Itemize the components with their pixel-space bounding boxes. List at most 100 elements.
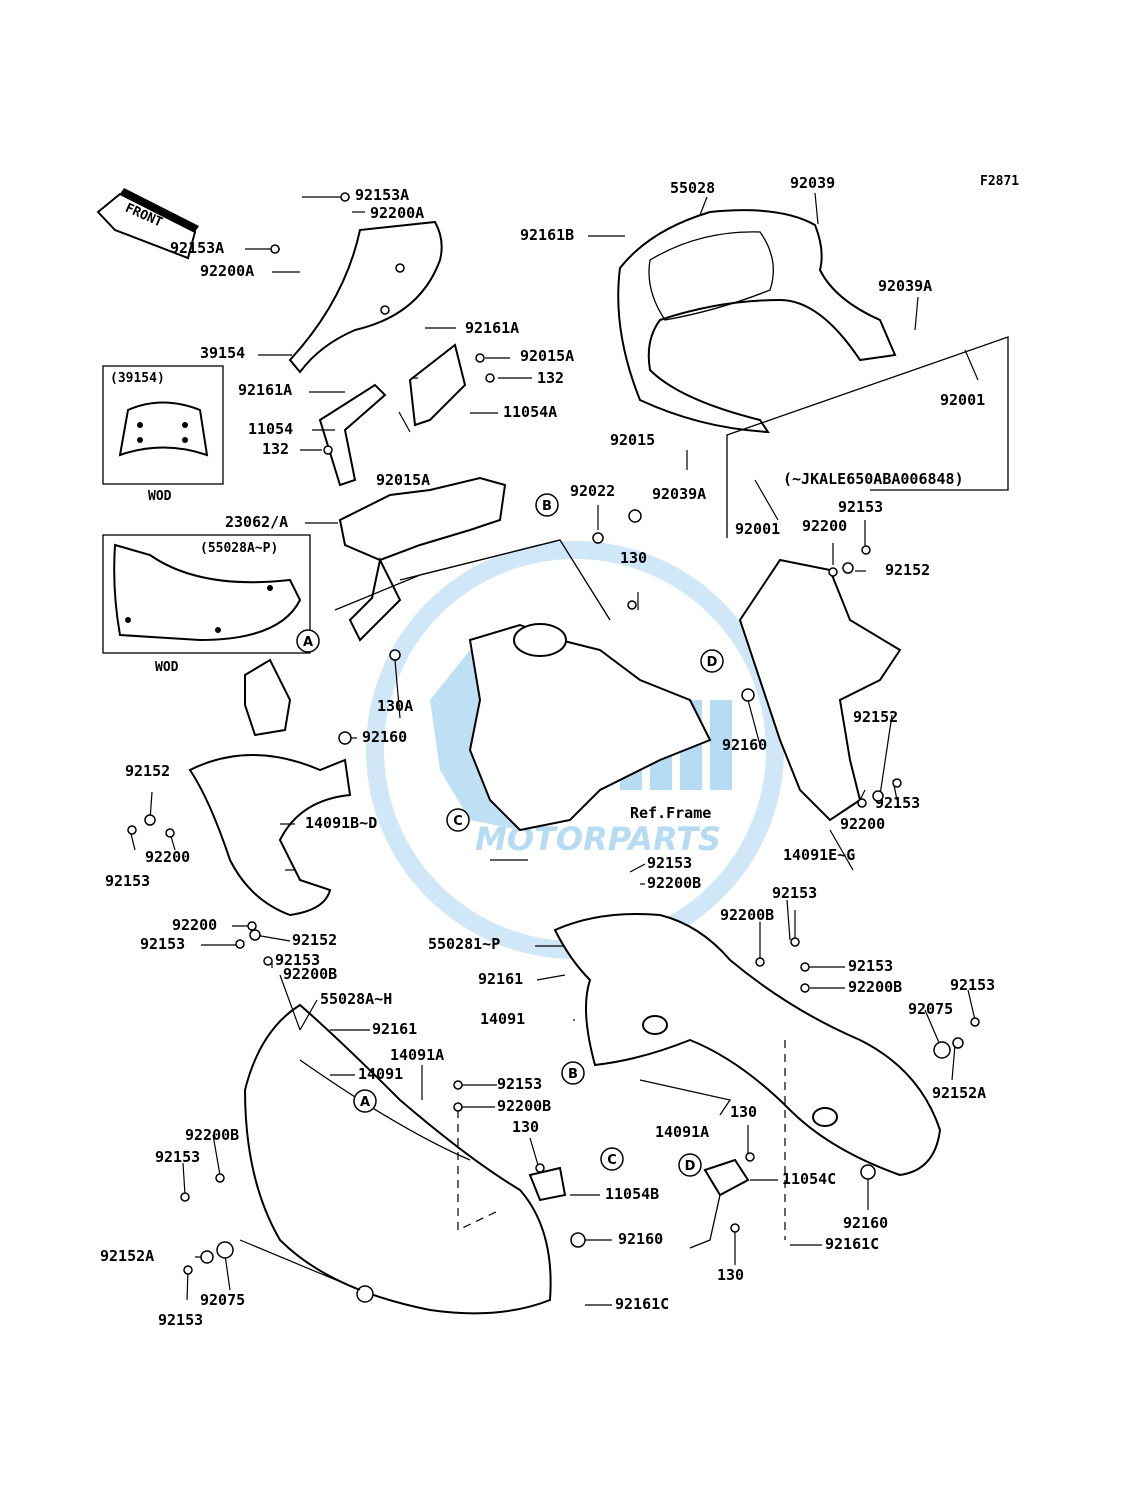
part-label: 14091A <box>390 1046 444 1064</box>
windshield-bracket <box>318 383 387 487</box>
inset-windshield-caption: WOD <box>148 489 172 504</box>
bracket-11054B <box>528 1166 567 1202</box>
part-label: 92161A <box>465 319 519 337</box>
part-label: 130 <box>512 1118 539 1136</box>
middle-cowl-right <box>553 913 942 1177</box>
cowl-stay <box>338 476 507 562</box>
part-label: 130 <box>717 1266 744 1284</box>
part-label: 92153 <box>158 1311 203 1329</box>
part-label: 92153 <box>647 854 692 872</box>
figure-code: F2871 <box>980 174 1019 189</box>
part-label: 55028 <box>670 179 715 197</box>
grommet-d <box>812 1107 838 1127</box>
part-label: 92153 <box>155 1148 200 1166</box>
part-label: 92200B <box>185 1126 239 1144</box>
part-label: 92200A <box>200 262 254 280</box>
marker-c-upper: C <box>446 808 470 832</box>
svg-text:D: D <box>685 1159 696 1174</box>
part-label: 92200B <box>283 965 337 983</box>
part-label: 92153 <box>838 498 883 516</box>
part-label: 92153 <box>772 884 817 902</box>
svg-text:A: A <box>303 635 313 650</box>
meter-opening <box>648 231 774 321</box>
part-label: 92039A <box>878 277 932 295</box>
part-label: 39154 <box>200 344 245 362</box>
part-label: 92153 <box>105 872 150 890</box>
watermark-bar-4 <box>710 700 732 790</box>
part-label: 92161C <box>615 1295 669 1313</box>
part-label: 14091 <box>358 1065 403 1083</box>
part-label: 14091 <box>480 1010 525 1028</box>
part-label: 23062/A <box>225 513 288 531</box>
fasteners <box>127 192 980 1275</box>
marker-d-upper: D <box>700 649 724 673</box>
part-label: 11054 <box>248 420 293 438</box>
part-label: 14091A <box>655 1123 709 1141</box>
part-label: 92160 <box>362 728 407 746</box>
part-label: 92152 <box>885 561 930 579</box>
marker-a-lower: A <box>353 1089 377 1113</box>
part-label: 92153 <box>497 1075 542 1093</box>
part-label: 92039A <box>652 485 706 503</box>
part-label: 92152 <box>125 762 170 780</box>
frame <box>468 623 712 832</box>
grommet-b <box>642 1015 668 1035</box>
inset-windshield-part <box>118 401 209 457</box>
marker-b-upper: B <box>535 493 559 517</box>
part-label: 92001 <box>940 391 985 409</box>
part-label: 132 <box>262 440 289 458</box>
part-label: 92015A <box>520 347 574 365</box>
part-label: 11054C <box>782 1170 836 1188</box>
part-label: 92075 <box>200 1291 245 1309</box>
marker-c-lower: C <box>600 1147 624 1171</box>
part-label: 130A <box>377 697 413 715</box>
part-label: 92152 <box>853 708 898 726</box>
part-label: 92200 <box>840 815 885 833</box>
bracket-11054C <box>703 1158 750 1197</box>
part-label: 92152A <box>100 1247 154 1265</box>
part-label: 92200 <box>172 916 217 934</box>
ref-frame-label: Ref.Frame <box>630 804 711 822</box>
part-label: 55028A~H <box>320 990 392 1008</box>
svg-text:C: C <box>607 1153 617 1168</box>
part-label: 92153 <box>848 957 893 975</box>
part-label: 92161A <box>238 381 292 399</box>
watermark-text: MOTORPARTS <box>475 820 721 858</box>
front-arrow: FRONT <box>96 188 199 260</box>
part-label: 92161 <box>372 1020 417 1038</box>
steering-head <box>513 623 567 657</box>
part-label: 92153 <box>140 935 185 953</box>
leader-lines <box>129 192 979 1306</box>
part-label: 92200B <box>848 978 902 996</box>
part-label: 92001 <box>735 520 780 538</box>
svg-text:D: D <box>707 655 718 670</box>
marker-a-upper: A <box>296 629 320 653</box>
guide-dash-left <box>457 1110 501 1231</box>
inset-windshield: (39154) WOD <box>102 365 224 504</box>
serial-bracket <box>726 336 1009 538</box>
part-label: 11054B <box>605 1185 659 1203</box>
svg-text:C: C <box>453 814 463 829</box>
part-label: 130 <box>620 549 647 567</box>
part-label: 92160 <box>618 1230 663 1248</box>
svg-text:B: B <box>568 1067 578 1082</box>
part-label: 92015A <box>376 471 430 489</box>
part-label: 92153A <box>355 186 409 204</box>
part-labels: 92153A 92200A 92153A 92200A 39154 92161A… <box>100 174 995 1329</box>
part-label: 92153A <box>170 239 224 257</box>
part-label: 14091B~D <box>305 814 377 832</box>
cowl-stay-leg <box>348 556 402 642</box>
part-label: 130 <box>730 1103 757 1121</box>
inner-panel-left <box>188 754 352 917</box>
part-label: 92200B <box>497 1097 551 1115</box>
part-label: 92153 <box>875 794 920 812</box>
part-label: 92200B <box>647 874 701 892</box>
part-label: 92015 <box>610 431 655 449</box>
part-label: 92160 <box>843 1214 888 1232</box>
middle-cowl-left <box>243 1003 552 1315</box>
part-label: 92160 <box>722 736 767 754</box>
part-label: 92161C <box>825 1235 879 1253</box>
inset-cowl-ref: (55028A~P) <box>200 541 278 556</box>
part-label: 92161 <box>478 970 523 988</box>
